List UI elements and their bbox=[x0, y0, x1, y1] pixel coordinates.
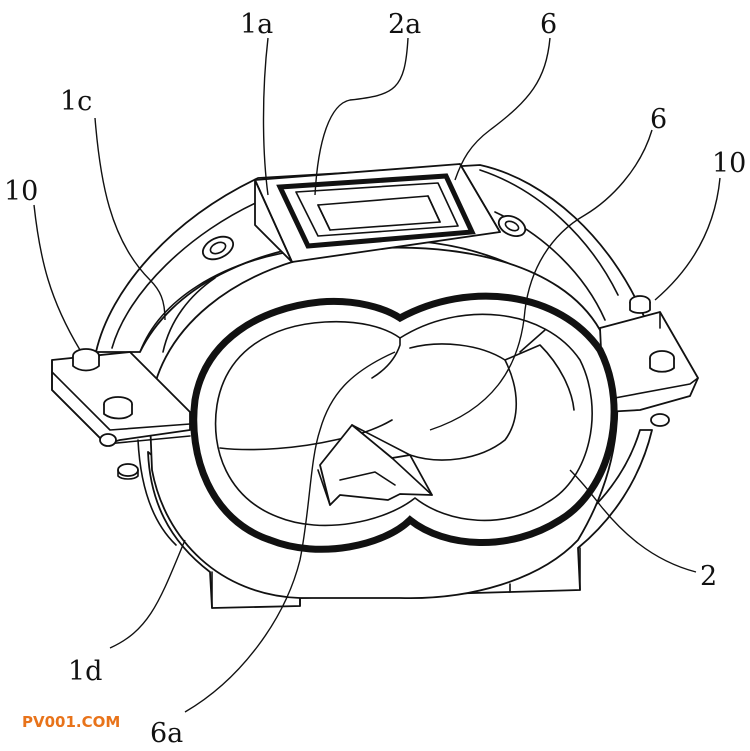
label-2: 2 bbox=[700, 561, 717, 592]
leader-2 bbox=[569, 469, 697, 573]
reference-labels: 1a 2a 6 6 1c 10 10 2 1d 6a bbox=[4, 9, 746, 749]
watermark: PV001.COM bbox=[22, 713, 120, 731]
leader-6-top bbox=[454, 37, 551, 181]
leader-6-right bbox=[429, 129, 653, 431]
label-10-right: 10 bbox=[712, 148, 746, 179]
label-1d: 1d bbox=[68, 656, 102, 687]
leader-10-left bbox=[33, 204, 81, 351]
left-flange bbox=[51, 348, 191, 480]
leader-2a bbox=[314, 37, 409, 196]
leader-lines bbox=[33, 37, 721, 713]
leader-1c bbox=[94, 117, 166, 321]
top-bolt-boss-right bbox=[497, 215, 527, 237]
label-6a: 6a bbox=[150, 718, 183, 749]
leader-1a bbox=[262, 37, 269, 196]
leader-1d bbox=[109, 539, 186, 649]
figure-eight-bore bbox=[190, 292, 618, 553]
top-bolt-boss-left bbox=[201, 235, 235, 261]
leader-6a bbox=[184, 351, 396, 713]
label-1c: 1c bbox=[60, 86, 92, 117]
label-10-left: 10 bbox=[4, 176, 38, 207]
label-6-top: 6 bbox=[540, 9, 557, 40]
label-6-right: 6 bbox=[650, 104, 667, 135]
label-2a: 2a bbox=[388, 9, 421, 40]
leader-10-right bbox=[654, 177, 721, 301]
label-1a: 1a bbox=[240, 9, 273, 40]
top-block bbox=[254, 163, 501, 263]
